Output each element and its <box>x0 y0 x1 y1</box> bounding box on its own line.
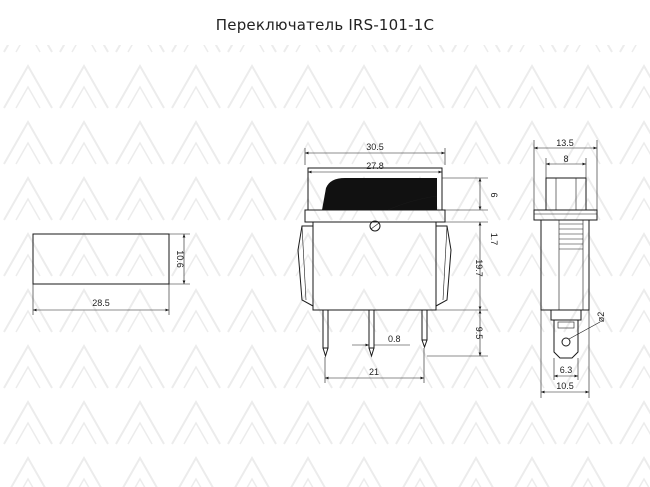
pin-left <box>322 309 329 349</box>
pin-thickness-label: 0.8 <box>388 334 401 344</box>
watermark-background <box>0 45 650 487</box>
front-view: 30.5 27.8 6 1.7 19.7 9.5 0.8 21 <box>297 142 499 383</box>
side-terminal-base <box>550 309 582 321</box>
terminal-width-label: 6.3 <box>560 365 573 375</box>
pin-length-label: 9.5 <box>474 327 484 340</box>
pin-middle <box>368 309 375 349</box>
top-view-outline <box>32 233 170 285</box>
center-screw <box>369 220 381 232</box>
outer-width-label: 30.5 <box>366 142 384 152</box>
rocker <box>322 178 437 210</box>
pin-spacing-label: 21 <box>369 367 379 377</box>
body-height-label: 19.7 <box>474 259 484 277</box>
terminal-hole <box>561 337 571 347</box>
base-width-label: 10.5 <box>556 381 574 391</box>
rect-height-label: 10.6 <box>175 250 185 268</box>
side-view: ø2 13.5 8 6.3 10.5 <box>533 138 606 398</box>
page-title: Переключатель IRS-101-1C <box>215 16 435 34</box>
rocker-bezel <box>307 167 443 210</box>
pin-right <box>421 309 428 341</box>
hole-diameter-label: ø2 <box>596 312 606 323</box>
side-width-label: 13.5 <box>556 138 574 148</box>
side-inner-label: 8 <box>563 154 568 164</box>
rect-width-label: 28.5 <box>92 298 110 308</box>
right-latch <box>435 225 452 307</box>
rocker-height-label: 6 <box>489 192 499 197</box>
side-terminal <box>553 320 579 359</box>
ledge-height-label: 1.7 <box>489 233 499 246</box>
side-ribs <box>558 220 584 310</box>
left-latch <box>297 225 314 307</box>
inner-width-label: 27.8 <box>366 161 384 171</box>
top-view: 10.6 28.5 <box>32 233 190 315</box>
